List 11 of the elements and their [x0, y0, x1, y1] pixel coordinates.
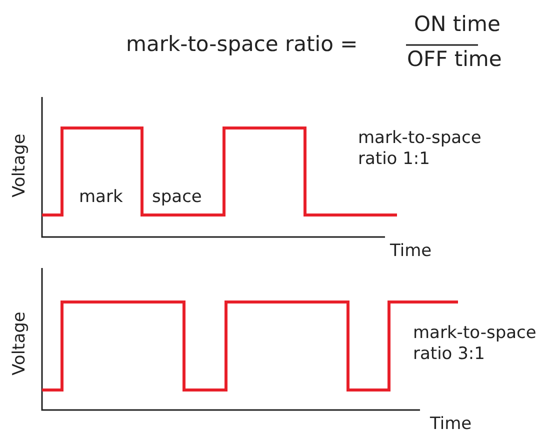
fraction-denominator: OFF time — [407, 47, 502, 72]
axis-label: Voltage — [9, 312, 30, 376]
ratio-note: mark-to-space ratio 1:1 — [358, 128, 482, 170]
wave-label: space — [152, 187, 202, 208]
fraction-numerator: ON time — [414, 12, 500, 37]
axis-label: Time — [430, 414, 472, 435]
formula-text: mark-to-space ratio = — [126, 32, 358, 57]
axis-label: Time — [390, 241, 432, 262]
axis-label: Voltage — [9, 134, 30, 198]
ratio-note: mark-to-space ratio 3:1 — [413, 323, 538, 365]
wave-label: mark — [79, 187, 123, 208]
